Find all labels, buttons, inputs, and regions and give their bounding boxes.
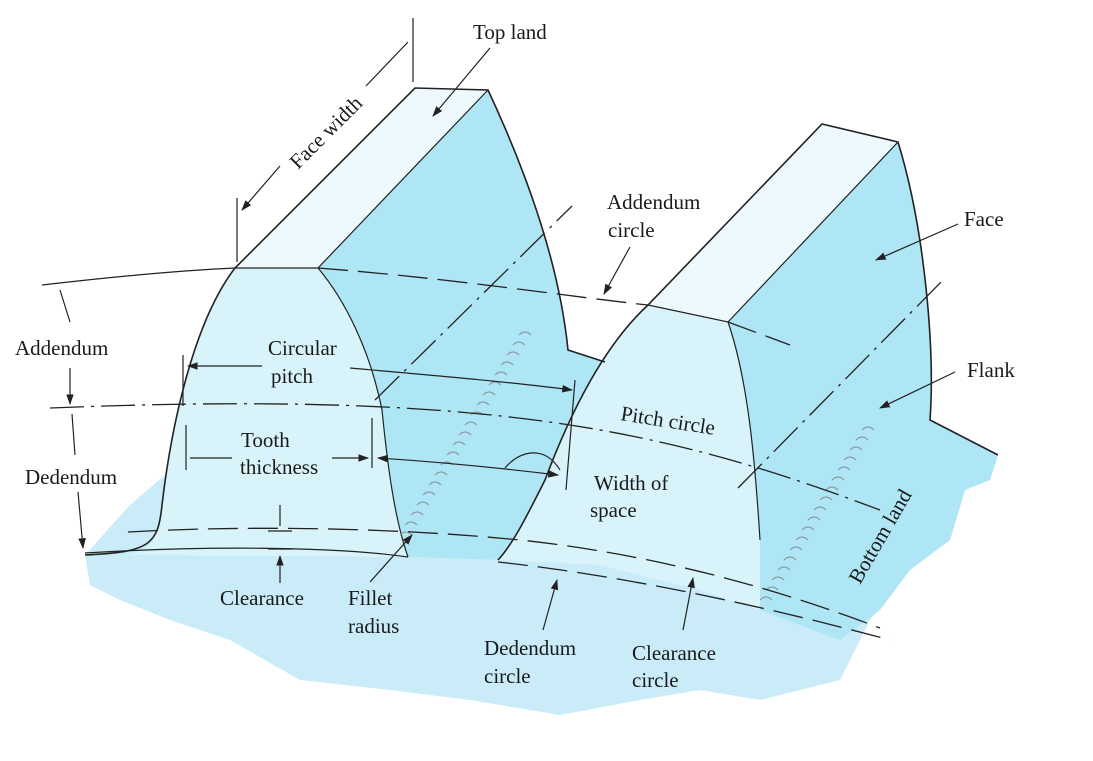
addendum-circle-leader (603, 246, 631, 295)
left-tooth-outline (84, 87, 606, 556)
dedendum-circle-dashed (497, 561, 891, 641)
dedendum-label: Dedendum (25, 465, 117, 489)
addendum-label: Addendum (15, 336, 108, 360)
flank-label: Flank (967, 358, 1015, 382)
pitch-circle-line (49, 403, 881, 511)
face-width-dimension (242, 41, 409, 210)
circular-pitch-label-1: Circular (268, 336, 337, 360)
fillet-radius-leader (369, 534, 413, 583)
flank-leader (879, 371, 956, 409)
circular-pitch-extension (182, 355, 576, 491)
left-tooth-front-face (130, 268, 408, 557)
addendum-circle-line (41, 267, 236, 286)
tooth-thickness-label-1: Tooth (241, 428, 290, 452)
dedendum-circle-label-2: circle (484, 664, 531, 688)
tooth-thickness-label-2: thickness (240, 455, 318, 479)
clearance-circle-label-1: Clearance (632, 641, 716, 665)
fillet-radius-label-2: radius (348, 614, 399, 638)
dedendum-circle-label-1: Dedendum (484, 636, 576, 660)
top-land-leader (432, 47, 491, 117)
width-of-space-label-2: space (590, 498, 637, 522)
width-of-space-arrow (376, 454, 560, 478)
clearance-label: Clearance (220, 586, 304, 610)
addendum-circle-label-1: Addendum (607, 190, 700, 214)
fillet-hatching-right (759, 426, 875, 601)
right-tooth-outline (497, 123, 999, 561)
clearance-circle-dashed (127, 527, 881, 629)
circular-pitch-label-2: pitch (271, 364, 313, 388)
face-leader (875, 223, 959, 261)
top-land-label: Top land (473, 20, 547, 44)
dedendum-circle-leader (542, 578, 559, 631)
face-label: Face (964, 207, 1004, 231)
clearance-circle-leader (682, 576, 695, 631)
circular-pitch-arrow-right (349, 367, 574, 393)
left-tooth-flank-surface (318, 90, 605, 560)
addendum-circle-dashed (317, 267, 791, 346)
width-of-space-label-1: Width of (594, 471, 668, 495)
right-tooth-flank-surface (728, 142, 998, 640)
right-tooth-top-land (648, 124, 898, 322)
width-of-space-leader (504, 452, 561, 471)
left-tooth-top-land (235, 88, 488, 268)
right-tooth-front-face (498, 305, 760, 610)
addendum-dimension (60, 289, 70, 404)
dedendum-dimension (71, 413, 83, 548)
fillet-radius-label-1: Fillet (348, 586, 393, 610)
clearance-extension (268, 530, 292, 550)
addendum-circle-label-2: circle (608, 218, 655, 242)
left-tooth-centerline (374, 205, 573, 401)
right-tooth-centerline (737, 277, 946, 489)
dedendum-circle-line (84, 547, 409, 558)
clearance-circle-label-2: circle (632, 668, 679, 692)
